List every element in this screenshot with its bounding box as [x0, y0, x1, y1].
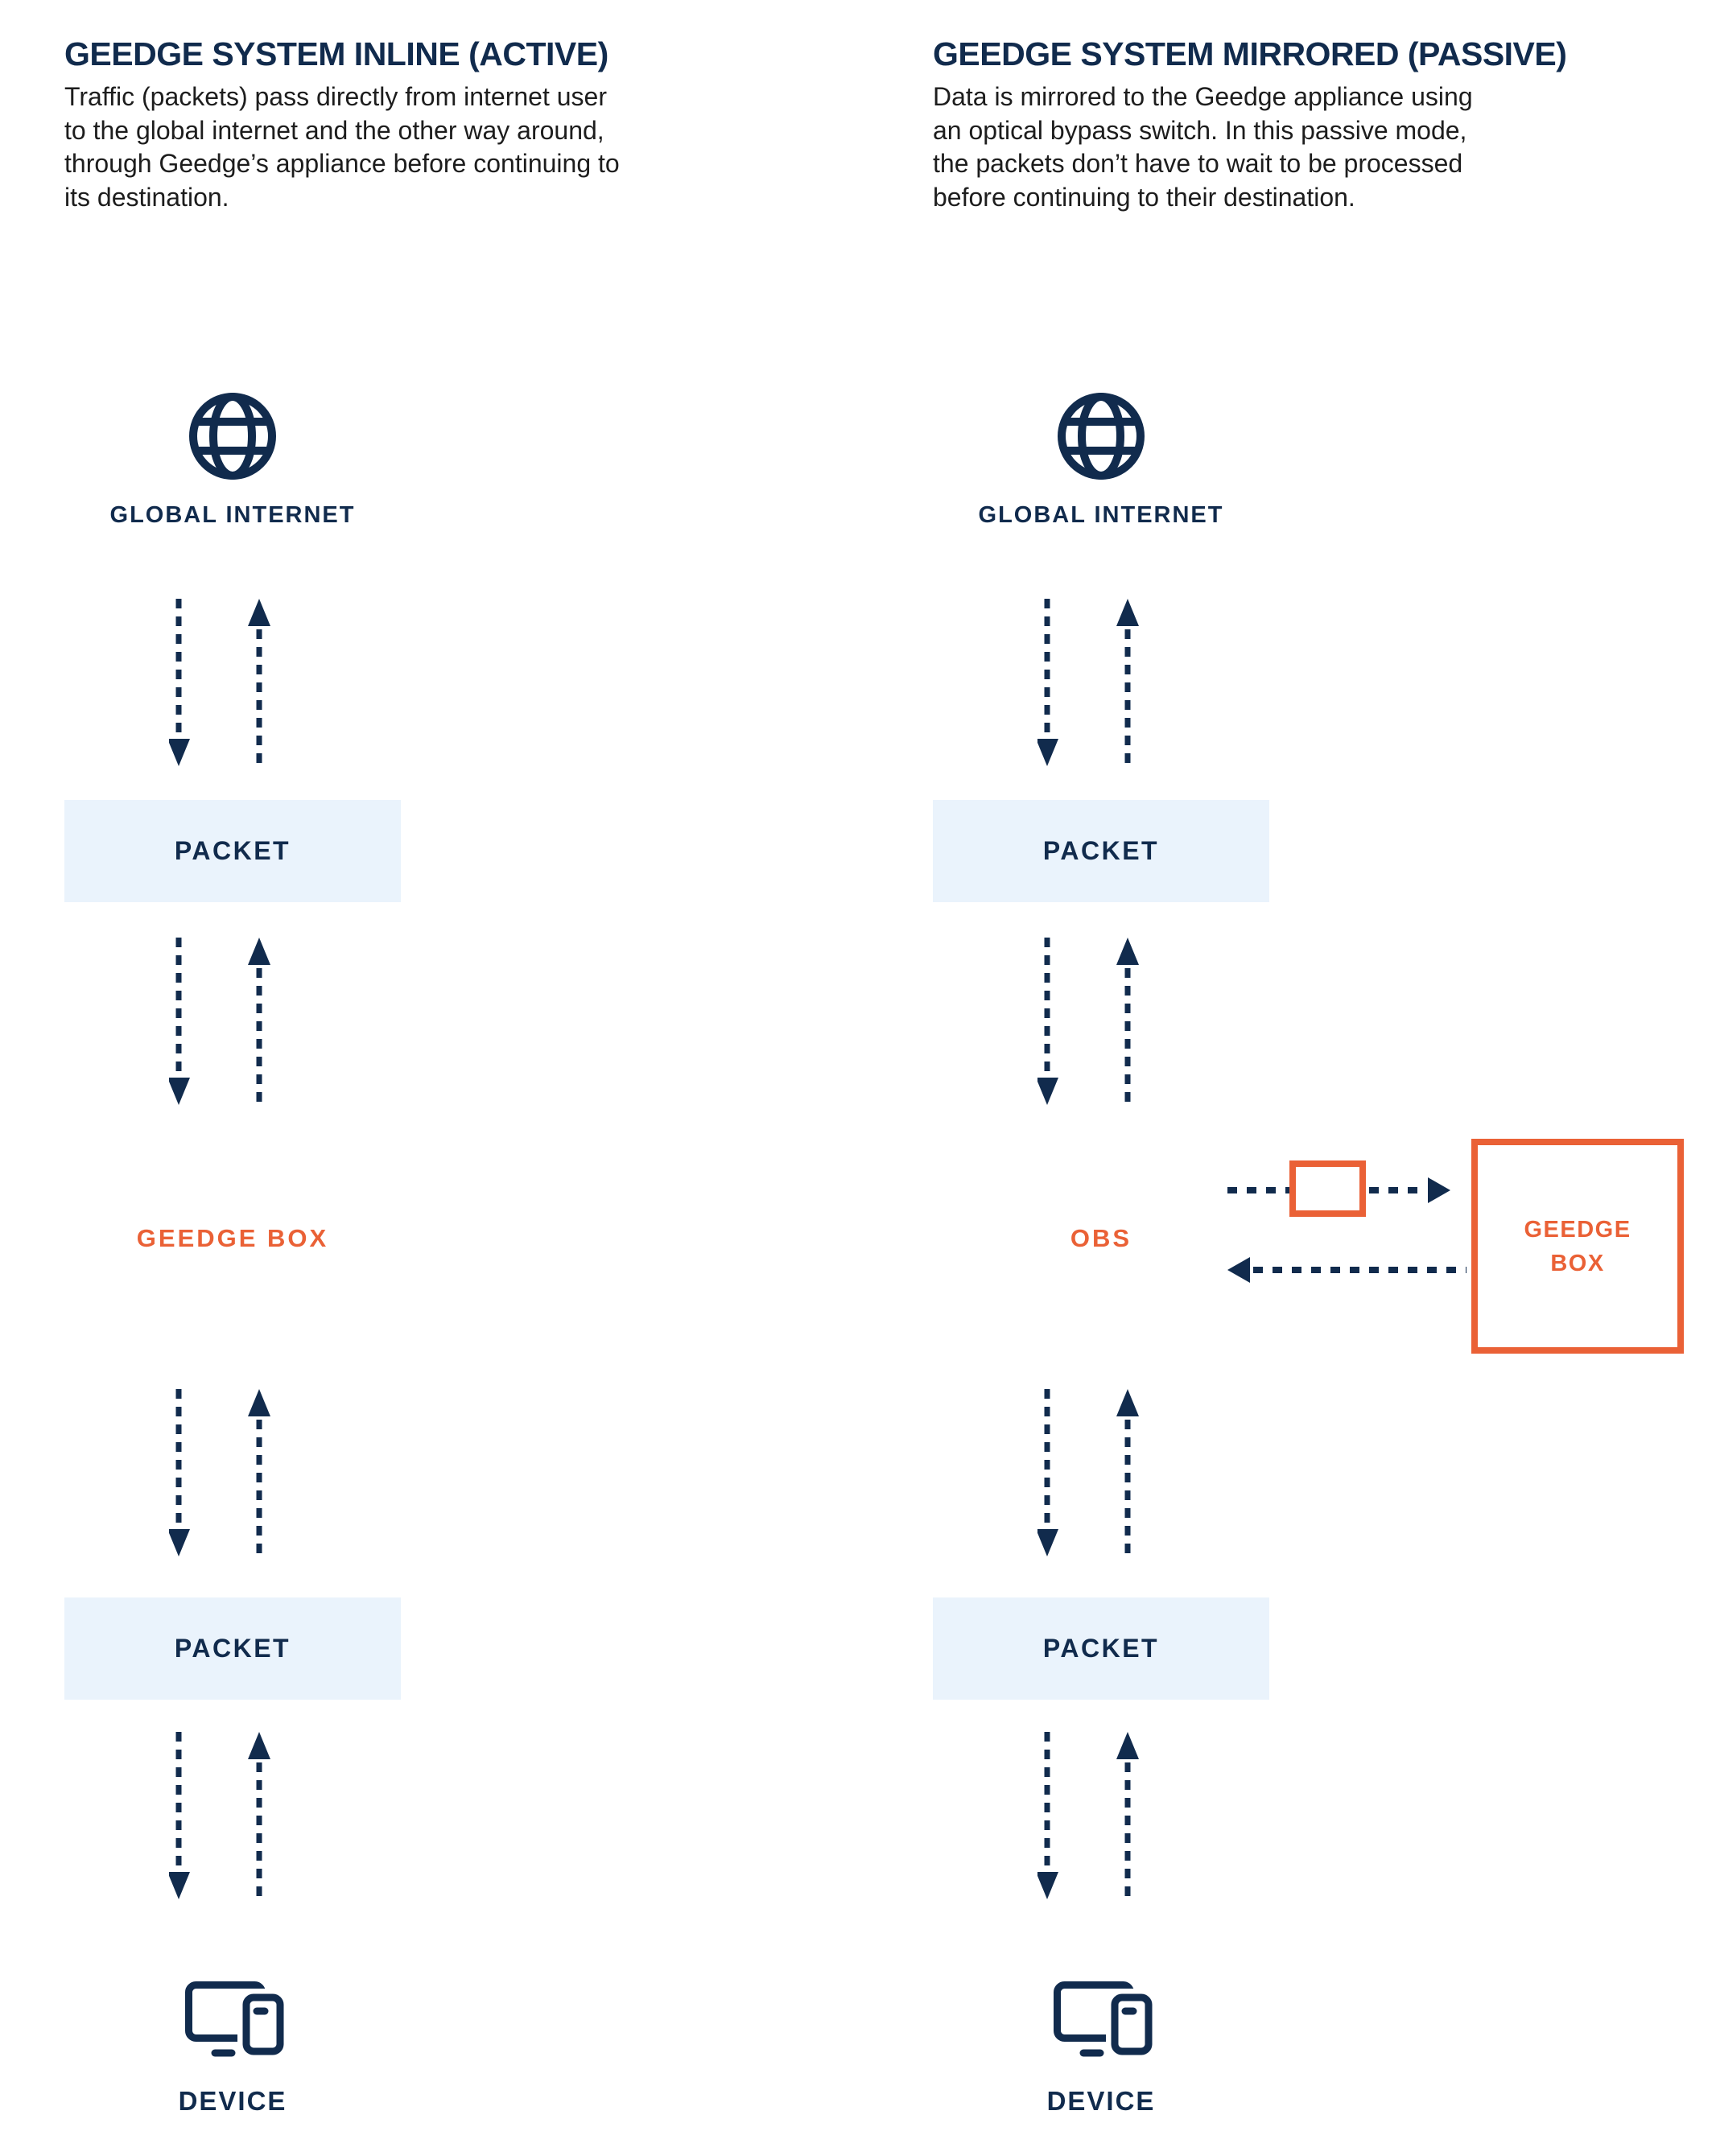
device-label: DEVICE — [1046, 2086, 1156, 2116]
geedge-box-appliance-label: BOX — [1550, 1250, 1605, 1276]
packet-flow-arrows — [1037, 599, 1139, 769]
device-label: DEVICE — [178, 2086, 287, 2116]
panel-title: GEEDGE SYSTEM INLINE (ACTIVE) — [64, 35, 608, 72]
description-line: the packets don’t have to wait to be pro… — [933, 149, 1463, 178]
packet-flow-arrows — [1037, 1732, 1139, 1902]
packet-box: PACKET — [64, 1597, 401, 1700]
optical-bypass-switch-icon — [1289, 1160, 1366, 1217]
packet-flow-arrows — [1037, 1389, 1139, 1560]
device-icon — [1054, 1981, 1157, 2059]
description-line: an optical bypass switch. In this passiv… — [933, 115, 1467, 145]
description-line: to the global internet and the other way… — [64, 115, 604, 145]
packet-flow-arrows — [1037, 938, 1139, 1108]
packet-label: PACKET — [174, 836, 291, 865]
description-line: Traffic (packets) pass directly from int… — [64, 82, 607, 111]
panel-description: Traffic (packets) pass directly from int… — [64, 80, 620, 214]
global-internet-label: GLOBAL INTERNET — [109, 502, 356, 528]
description-line: through Geedge’s appliance before contin… — [64, 149, 620, 178]
panel-description: Data is mirrored to the Geedge appliance… — [933, 80, 1473, 214]
packet-box: PACKET — [933, 800, 1269, 902]
description-line: its destination. — [64, 182, 229, 212]
description-line: Data is mirrored to the Geedge appliance… — [933, 82, 1473, 111]
packet-flow-arrows — [169, 1732, 270, 1902]
packet-label: PACKET — [174, 1634, 291, 1663]
packet-box: PACKET — [64, 800, 401, 902]
packet-label: PACKET — [1042, 1634, 1160, 1663]
description-line: before continuing to their destination. — [933, 182, 1355, 212]
device-icon — [185, 1981, 288, 2059]
panel-title: GEEDGE SYSTEM MIRRORED (PASSIVE) — [933, 35, 1567, 72]
mirror-flow-arrows — [1227, 1160, 1466, 1283]
globe-icon — [189, 393, 276, 480]
packet-label: PACKET — [1042, 836, 1160, 865]
globe-icon — [1058, 393, 1145, 480]
geedge-box-appliance: GEEDGE BOX — [1471, 1139, 1684, 1354]
packet-box: PACKET — [933, 1597, 1269, 1700]
global-internet-label: GLOBAL INTERNET — [978, 502, 1224, 528]
geedge-box-appliance-label: GEEDGE — [1524, 1216, 1631, 1243]
inline-active-panel: GEEDGE SYSTEM INLINE (ACTIVE) Traffic (p… — [0, 0, 848, 2156]
geedge-box-label: GEEDGE BOX — [136, 1224, 329, 1252]
packet-flow-arrows — [169, 599, 270, 769]
packet-flow-arrows — [169, 1389, 270, 1560]
packet-flow-arrows — [169, 938, 270, 1108]
mirrored-passive-panel: GEEDGE SYSTEM MIRRORED (PASSIVE) Data is… — [868, 0, 1716, 2156]
obs-label: OBS — [1070, 1224, 1132, 1252]
